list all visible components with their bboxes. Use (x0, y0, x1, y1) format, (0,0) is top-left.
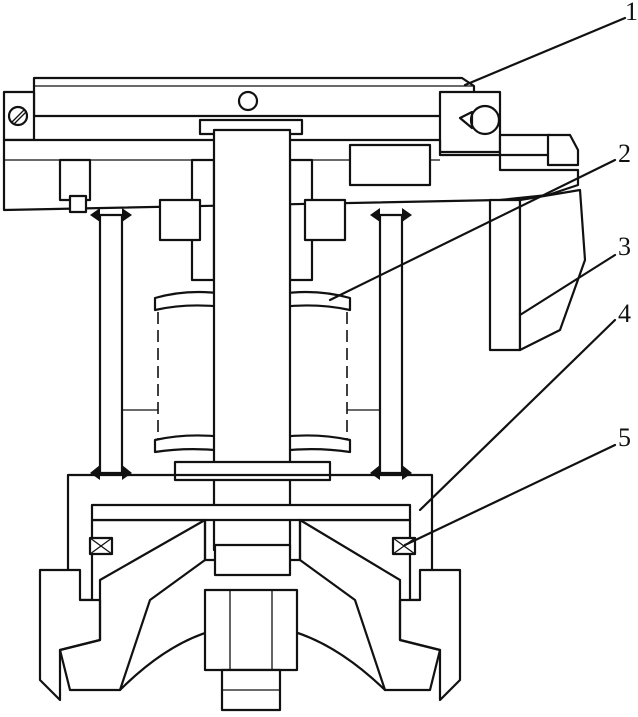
callout-1: 1 (625, 0, 638, 26)
top-cover-plate (32, 76, 476, 118)
callout-4: 4 (618, 299, 631, 328)
right-latch (438, 90, 580, 167)
base-pedestal (38, 518, 462, 702)
side-bracket (488, 188, 587, 352)
shaft-nut (203, 543, 299, 712)
tie-rods (90, 208, 412, 480)
callout-2: 2 (618, 139, 631, 168)
left-bolt-block (2, 90, 36, 142)
seal-rings (88, 536, 417, 556)
callout-3: 3 (618, 232, 631, 261)
callout-5: 5 (618, 423, 631, 452)
leader-lines (328, 16, 627, 547)
